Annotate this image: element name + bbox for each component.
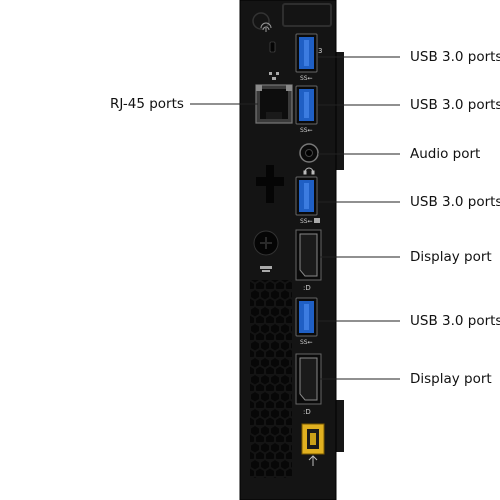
label-usb-ports-3: USB 3.0 ports	[410, 194, 500, 210]
usb-port-3	[295, 176, 318, 216]
right-bracket-top	[334, 52, 344, 170]
power-icon	[308, 455, 318, 466]
right-bracket-bottom	[334, 400, 344, 452]
screw	[253, 230, 279, 256]
label-audio-port: Audio port	[410, 146, 481, 162]
label-usb-ports-2: USB 3.0 ports	[410, 97, 500, 113]
displayport-icon: :D	[303, 408, 311, 416]
network-icon	[269, 72, 279, 80]
headphone-icon	[303, 167, 315, 175]
usb-logo-1: SS⇜	[300, 75, 313, 82]
chassis-edge	[239, 0, 337, 500]
usb-marking-box	[314, 218, 320, 223]
audio-port	[299, 143, 319, 163]
displayport-icon: :D	[303, 284, 311, 292]
label-display-port-2: Display port	[410, 371, 492, 387]
honeycomb-vent	[250, 280, 292, 478]
port-icon-small	[260, 266, 272, 272]
power-connector	[301, 423, 325, 455]
label-usb-ports-4: USB 3.0 ports	[410, 313, 500, 329]
plus-marking	[256, 165, 284, 203]
usb-port-1	[295, 33, 318, 73]
usb-port-2	[295, 85, 318, 125]
lock-slot	[269, 41, 276, 53]
label-display-port-1: Display port	[410, 249, 492, 265]
displayport-1	[295, 229, 322, 281]
usb-logo-3: SS⇜	[300, 218, 313, 225]
label-usb-ports-1: USB 3.0 ports	[410, 49, 500, 65]
wifi-icon	[252, 12, 272, 32]
usb-number-label: 3	[318, 47, 322, 55]
top-frame	[282, 3, 332, 27]
leader-lines	[190, 56, 400, 380]
usb-logo-2: SS⇜	[300, 127, 313, 134]
displayport-2	[295, 353, 322, 405]
label-rj45-ports: RJ-45 ports	[110, 96, 184, 112]
rj45-port	[255, 84, 293, 124]
usb-port-4	[295, 297, 318, 337]
usb-logo-4: SS⇜	[300, 339, 313, 346]
